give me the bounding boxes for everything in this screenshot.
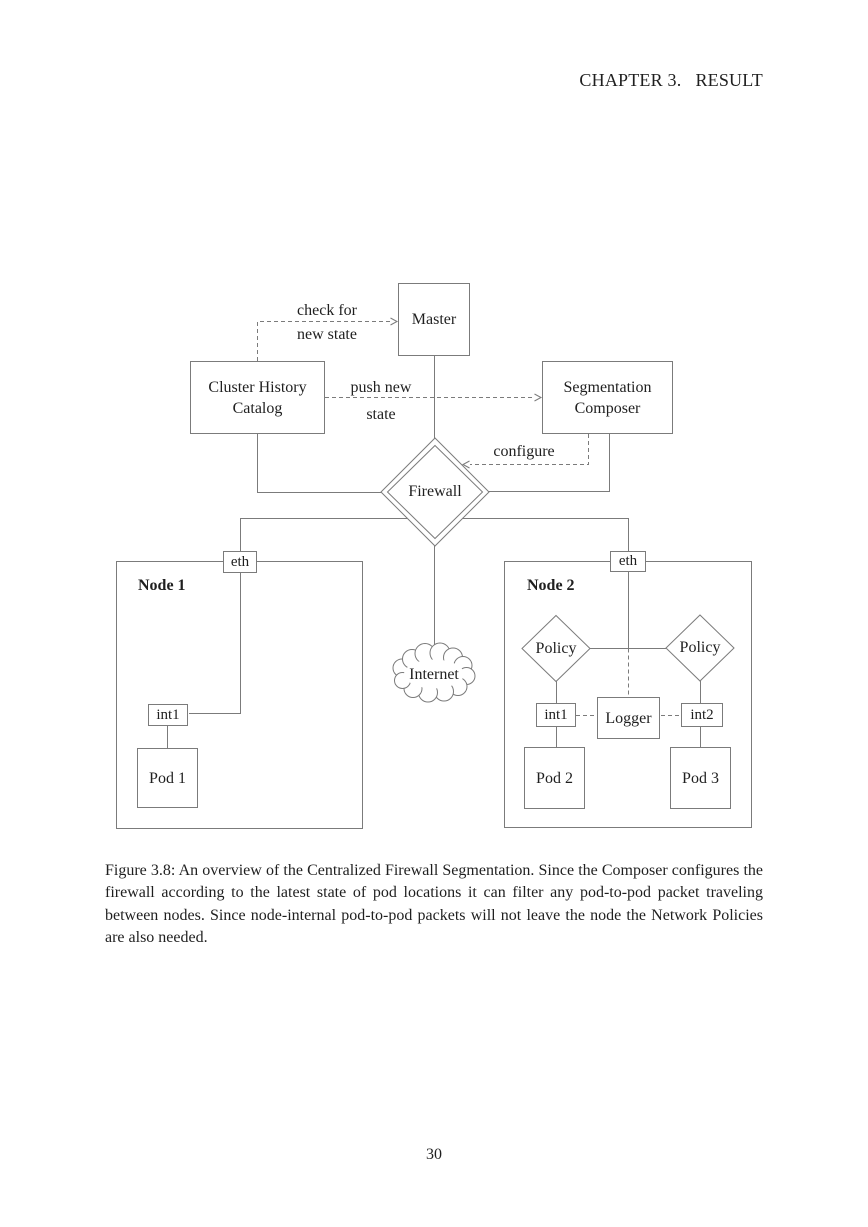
node1-int1-box: int1	[148, 704, 188, 726]
firewall-diamond	[380, 437, 490, 547]
firewall-diamond-inner	[386, 444, 484, 540]
node2-logger-label: Logger	[605, 709, 652, 727]
chapter-header: CHAPTER 3. RESULT	[0, 70, 763, 91]
push-new-state-label: push new state	[321, 374, 441, 428]
check-for-new-state-label: check for new state	[257, 299, 397, 347]
chapter-header-number: CHAPTER 3.	[579, 70, 682, 90]
node1-int1-label: int1	[156, 706, 180, 723]
master-box: Master	[398, 283, 470, 356]
segmentation-composer-box: Segmentation Composer	[542, 361, 673, 434]
policy-right-diamond	[665, 614, 735, 682]
edge-composer-firewall	[488, 434, 610, 492]
chapter-header-title: RESULT	[695, 70, 763, 90]
cluster-history-catalog-box: Cluster History Catalog	[190, 361, 325, 434]
edge-firewall-eth2	[462, 518, 629, 552]
node2-pod2-box: Pod 2	[524, 747, 585, 809]
check-label-line2: new state	[297, 326, 357, 343]
catalog-label-line2: Catalog	[232, 399, 283, 417]
node1-title: Node 1	[138, 577, 186, 594]
node2-eth-label: eth	[618, 553, 638, 569]
node2-pod3-box: Pod 3	[670, 747, 731, 809]
edge-eth1-int1	[189, 572, 241, 714]
node2-title: Node 2	[527, 577, 575, 594]
edge-catalog-firewall	[257, 434, 382, 493]
dashed-connectors	[257, 321, 681, 716]
arrowheads	[390, 317, 543, 469]
node2-int2-box: int2	[681, 703, 723, 727]
arrowhead-to-firewall	[461, 460, 470, 469]
arrowhead-to-master	[390, 317, 399, 326]
policy-left-diamond	[521, 614, 591, 683]
edge-firewall-eth1	[240, 518, 408, 552]
node1-eth-box: eth	[223, 551, 257, 573]
page-number: 30	[426, 1146, 442, 1163]
policy-diamonds	[521, 614, 735, 683]
internet-cloud	[392, 642, 476, 703]
node2-pod3-label: Pod 3	[682, 769, 719, 787]
arrowhead-to-composer	[534, 393, 543, 402]
node2-int2-label: int2	[690, 706, 714, 723]
composer-label-line2: Composer	[574, 399, 641, 417]
firewall-label: Firewall	[408, 483, 462, 500]
node2-logger-box: Logger	[597, 697, 660, 739]
node2-pod2-label: Pod 2	[536, 769, 573, 787]
push-label-line1: push new	[350, 379, 412, 396]
solid-connectors	[167, 356, 701, 748]
catalog-label-line1: Cluster History	[208, 378, 307, 396]
push-label-line2: state	[366, 406, 396, 423]
node2-int1-label: int1	[544, 706, 568, 723]
node1-pod1-label: Pod 1	[149, 769, 186, 787]
check-label-line1: check for	[297, 302, 357, 319]
node2-int1-box: int1	[536, 703, 576, 727]
composer-label-line1: Segmentation	[563, 378, 652, 396]
node2-policy-right-label: Policy	[679, 639, 721, 656]
figure-caption: Figure 3.8: An overview of the Centraliz…	[105, 862, 763, 947]
node1-eth-label: eth	[230, 553, 250, 570]
edge-check-for-new-state	[257, 321, 390, 361]
internet-label: Internet	[409, 666, 459, 683]
node2-policy-left-label: Policy	[535, 640, 577, 657]
node1-pod1-box: Pod 1	[137, 748, 198, 808]
master-label: Master	[411, 311, 457, 328]
node2-eth-box: eth	[610, 551, 646, 572]
edge-configure	[470, 434, 589, 465]
configure-label: configure	[493, 443, 555, 460]
